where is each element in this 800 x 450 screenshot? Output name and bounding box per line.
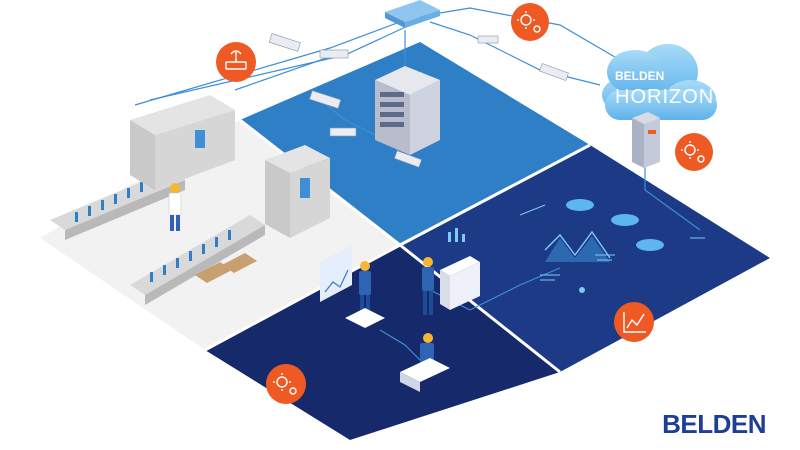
analytics-dashboard xyxy=(448,199,705,293)
production-line xyxy=(50,170,265,305)
belden-horizon-cloud: BELDEN HORIZON xyxy=(602,44,717,120)
badge-chart xyxy=(614,302,654,342)
gear-icon xyxy=(681,141,705,163)
operator-worker xyxy=(422,257,434,315)
gear-icon xyxy=(273,373,297,395)
badge-gear-bottom xyxy=(266,364,306,404)
cloud-title-line1: BELDEN xyxy=(615,69,664,83)
gear-icon xyxy=(517,11,541,33)
chart-icon xyxy=(623,312,646,333)
badge-gear-top xyxy=(511,3,549,41)
cloud-title-line2: HORIZON xyxy=(615,86,714,108)
brand-logo: BELDEN xyxy=(662,409,766,439)
factory-machine xyxy=(130,95,235,190)
operator-worker xyxy=(345,261,385,328)
seated-worker xyxy=(400,333,450,392)
tile-seam xyxy=(204,143,591,352)
control-console xyxy=(440,256,480,310)
router-icon xyxy=(225,50,247,70)
server-rack xyxy=(375,66,440,155)
dashboard-board xyxy=(320,245,352,302)
factory-worker xyxy=(168,183,182,231)
badge-router xyxy=(216,42,256,82)
factory-machine xyxy=(265,145,330,238)
network-switch xyxy=(268,33,569,168)
edge-device xyxy=(632,112,660,168)
badge-gear-right xyxy=(675,133,713,171)
core-switch xyxy=(385,0,440,28)
